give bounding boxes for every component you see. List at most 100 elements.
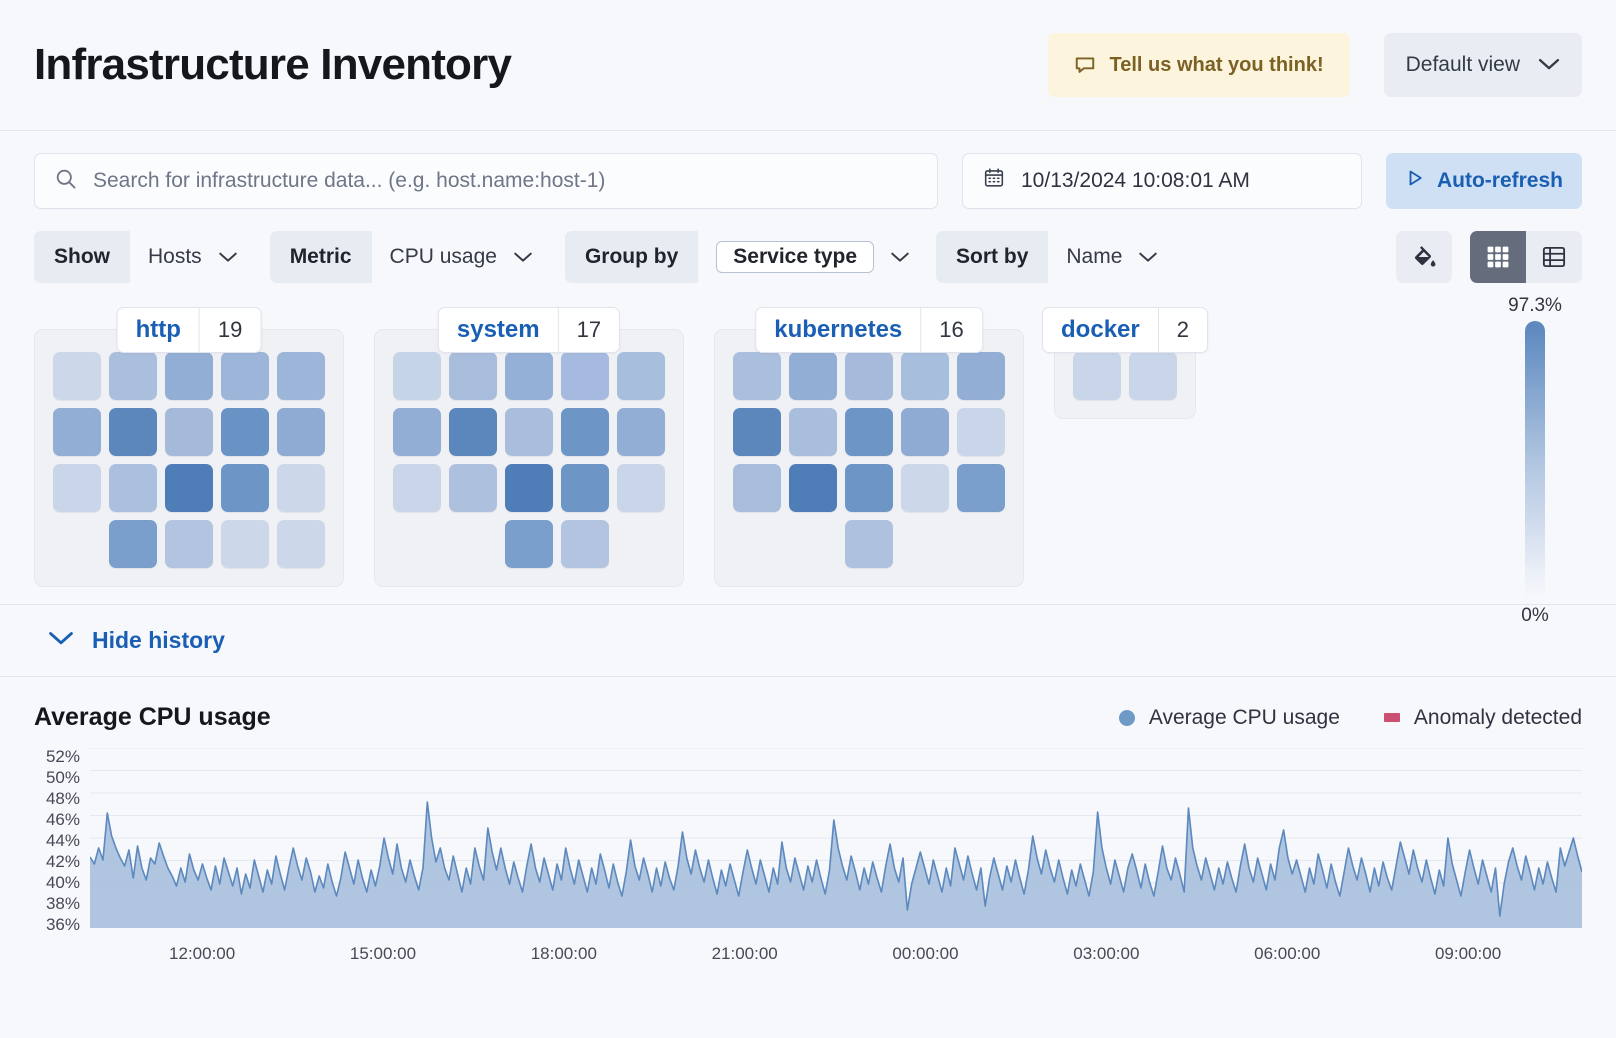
- host-tile[interactable]: [561, 352, 609, 400]
- host-tile[interactable]: [393, 352, 441, 400]
- legend-min-value: 0%: [1521, 605, 1549, 626]
- hide-history-toggle[interactable]: Hide history: [0, 605, 1616, 677]
- date-picker[interactable]: 10/13/2024 10:08:01 AM: [962, 153, 1362, 209]
- host-tile[interactable]: [957, 352, 1005, 400]
- host-tile[interactable]: [1073, 352, 1121, 400]
- legend-max-value: 97.3%: [1508, 295, 1562, 316]
- host-tile[interactable]: [561, 464, 609, 512]
- host-tile[interactable]: [165, 352, 213, 400]
- host-tile[interactable]: [733, 352, 781, 400]
- host-tile[interactable]: [561, 408, 609, 456]
- host-tile[interactable]: [901, 464, 949, 512]
- host-tile[interactable]: [53, 352, 101, 400]
- host-tile[interactable]: [165, 408, 213, 456]
- host-tile[interactable]: [109, 352, 157, 400]
- chart-plot-area[interactable]: [89, 747, 1583, 929]
- filter-show-value[interactable]: Hosts: [130, 231, 256, 283]
- host-tile[interactable]: [109, 408, 157, 456]
- paint-bucket-icon[interactable]: [1396, 231, 1452, 283]
- filter-sort-by-value[interactable]: Name: [1048, 231, 1176, 283]
- legend-item-anomaly-detected[interactable]: Anomaly detected: [1383, 706, 1582, 730]
- host-tile[interactable]: [845, 464, 893, 512]
- host-tile[interactable]: [393, 464, 441, 512]
- y-tick-label: 52%: [45, 747, 80, 766]
- tile-row: [53, 408, 325, 456]
- legend-gradient: [1525, 321, 1545, 603]
- host-tile[interactable]: [449, 464, 497, 512]
- filter-metric-value[interactable]: CPU usage: [372, 231, 551, 283]
- cpu-usage-area-chart: [89, 747, 1583, 929]
- legend-label: Average CPU usage: [1148, 705, 1340, 729]
- host-tile[interactable]: [449, 408, 497, 456]
- host-tile[interactable]: [277, 520, 325, 568]
- host-tile[interactable]: [277, 352, 325, 400]
- host-tile[interactable]: [901, 352, 949, 400]
- table-view-icon[interactable]: [1526, 231, 1582, 283]
- host-tile[interactable]: [733, 408, 781, 456]
- group-count: 19: [217, 317, 243, 342]
- x-tick-label: 06:00:00: [1254, 944, 1321, 963]
- y-tick-label: 44%: [45, 831, 80, 850]
- host-tile[interactable]: [505, 408, 553, 456]
- toolbar-search-row: Search for infrastructure data... (e.g. …: [34, 153, 1582, 209]
- default-view-button[interactable]: Default view: [1383, 33, 1582, 97]
- host-tile[interactable]: [505, 520, 553, 568]
- y-tick-label: 46%: [45, 810, 80, 829]
- host-tile[interactable]: [109, 520, 157, 568]
- grid-view-icon[interactable]: [1470, 231, 1526, 283]
- host-tile[interactable]: [901, 408, 949, 456]
- play-icon: [1405, 168, 1425, 194]
- host-tile[interactable]: [617, 408, 665, 456]
- filter-metric: Metric CPU usage: [269, 231, 551, 283]
- host-tile[interactable]: [53, 464, 101, 512]
- host-tile[interactable]: [561, 520, 609, 568]
- host-tile[interactable]: [957, 408, 1005, 456]
- tile-row: [393, 464, 665, 512]
- search-placeholder: Search for infrastructure data... (e.g. …: [93, 169, 606, 192]
- legend-item-average-cpu-usage[interactable]: Average CPU usage: [1118, 705, 1340, 730]
- host-tile[interactable]: [505, 352, 553, 400]
- chevron-down-icon: [218, 245, 238, 269]
- host-tile[interactable]: [957, 464, 1005, 512]
- host-tile[interactable]: [221, 520, 269, 568]
- auto-refresh-button[interactable]: Auto-refresh: [1386, 153, 1582, 209]
- host-tile[interactable]: [789, 408, 837, 456]
- host-tile[interactable]: [733, 464, 781, 512]
- host-tile[interactable]: [845, 520, 893, 568]
- layout-toggle: [1470, 231, 1582, 283]
- chart-title: Average CPU usage: [34, 703, 271, 731]
- host-tile[interactable]: [449, 352, 497, 400]
- host-tile[interactable]: [277, 464, 325, 512]
- host-tile[interactable]: [277, 408, 325, 456]
- host-tile[interactable]: [221, 408, 269, 456]
- host-tile[interactable]: [109, 464, 157, 512]
- group-count: 16: [939, 317, 964, 342]
- host-tile[interactable]: [617, 352, 665, 400]
- host-tile[interactable]: [165, 464, 213, 512]
- host-tile[interactable]: [393, 408, 441, 456]
- feedback-button[interactable]: Tell us what you think!: [1047, 33, 1350, 97]
- feedback-label: Tell us what you think!: [1109, 53, 1324, 76]
- page-header: Infrastructure Inventory Tell us what yo…: [0, 0, 1616, 131]
- host-tile[interactable]: [53, 408, 101, 456]
- host-tile[interactable]: [165, 520, 213, 568]
- group-body: [374, 329, 684, 587]
- filter-group-by-value[interactable]: Service type: [698, 231, 922, 283]
- host-tile[interactable]: [845, 352, 893, 400]
- host-tile[interactable]: [221, 352, 269, 400]
- host-tile[interactable]: [505, 464, 553, 512]
- host-tile[interactable]: [789, 464, 837, 512]
- host-tile[interactable]: [617, 464, 665, 512]
- host-tile[interactable]: [221, 464, 269, 512]
- host-tile[interactable]: [845, 408, 893, 456]
- host-tile[interactable]: [789, 352, 837, 400]
- search-input[interactable]: Search for infrastructure data... (e.g. …: [34, 153, 938, 209]
- host-tile[interactable]: [1129, 352, 1177, 400]
